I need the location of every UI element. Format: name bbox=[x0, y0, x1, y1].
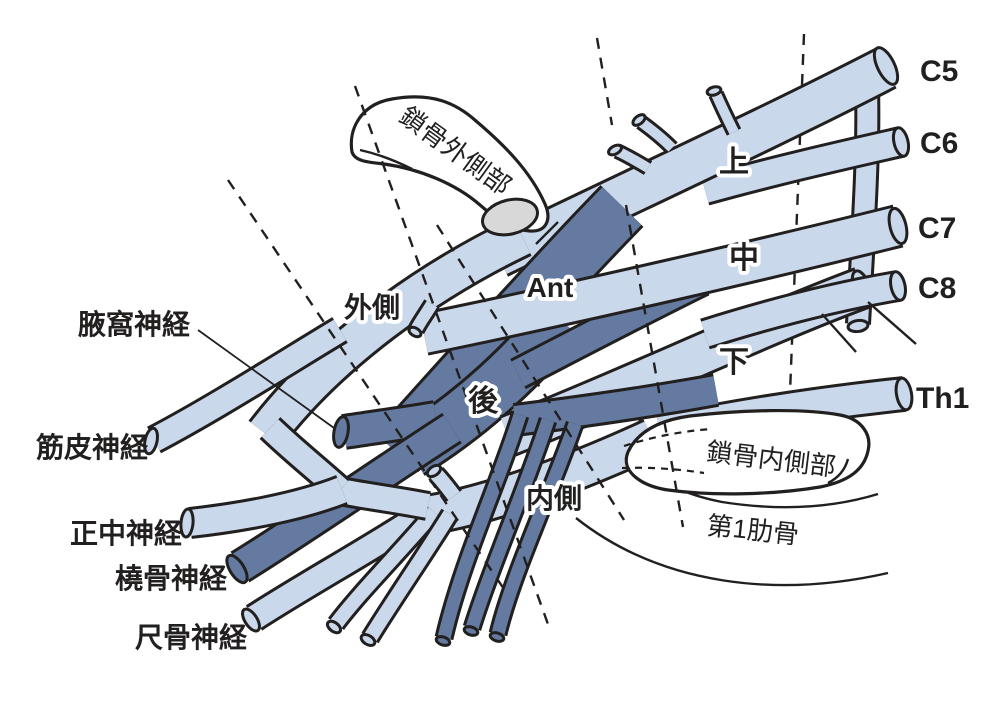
upper-trunk-branch-stubs bbox=[607, 85, 742, 175]
medial-root-of-median-tube bbox=[337, 476, 431, 521]
clavicle-lateral-outline bbox=[349, 95, 550, 233]
upper-trunk-tube bbox=[487, 46, 900, 277]
dashed-line-1 bbox=[227, 179, 507, 593]
cord-labels: 外側 後 内側 bbox=[340, 288, 586, 518]
stub-a-cap bbox=[705, 85, 723, 97]
middle-trunk-fill bbox=[420, 207, 903, 353]
clavicle-medial-inner-arc bbox=[827, 458, 850, 485]
cutaneous-1-cap bbox=[325, 619, 343, 635]
label-division-anterior: Ant bbox=[527, 272, 574, 303]
label-cord-lateral: 外側 bbox=[344, 292, 400, 323]
dashed-line-3b bbox=[624, 204, 685, 528]
axillary-fill bbox=[341, 403, 439, 447]
stub-a-fill bbox=[711, 91, 739, 135]
label-nerve-ulnar: 尺骨神経 bbox=[135, 621, 248, 653]
trunk-labels: 上 中 下 bbox=[715, 142, 763, 383]
label-trunk-lower: 下 bbox=[719, 346, 749, 379]
junction-line-1 bbox=[867, 301, 917, 345]
branch-3-fill bbox=[491, 421, 582, 636]
dashed-line-2 bbox=[353, 85, 551, 628]
cutaneous-1-fill bbox=[330, 507, 440, 629]
dashed-boundary-lines bbox=[227, 37, 685, 628]
posterior-division-lower-fill bbox=[513, 376, 719, 434]
root-c6-cap bbox=[891, 126, 911, 158]
label-trunk-upper: 上 bbox=[719, 146, 749, 179]
clavicle-medial-outline bbox=[624, 408, 871, 496]
label-root-c7: C7 bbox=[918, 212, 956, 245]
cutaneous-2-fill bbox=[364, 510, 456, 642]
stub-b-fill bbox=[638, 117, 676, 152]
label-cord-posterior: 後 bbox=[468, 385, 499, 418]
axillary-nerve-tube bbox=[332, 400, 439, 450]
root-labels: C5 C6 C7 C8 Th1 bbox=[916, 55, 969, 415]
label-root-th1: Th1 bbox=[916, 382, 969, 415]
stub-c-cap bbox=[607, 143, 623, 157]
label-nerve-radial: 橈骨神経 bbox=[115, 562, 228, 594]
root-c8-cap bbox=[889, 270, 907, 302]
ulnar-nerve-tube bbox=[241, 501, 433, 633]
root-c6-tube bbox=[700, 126, 911, 206]
musculocutaneous-cap bbox=[143, 426, 159, 456]
label-cord-medial: 内側 bbox=[526, 483, 582, 514]
root-th1-cap bbox=[894, 376, 914, 412]
middle-trunk-tube bbox=[419, 204, 909, 356]
branch-2-fill bbox=[465, 417, 555, 630]
posterior-division-lower-tube bbox=[512, 373, 720, 437]
hidden-edge-dash-2 bbox=[621, 466, 705, 475]
musculocutaneous-nerve-tube bbox=[143, 317, 348, 456]
branch-2-cap bbox=[462, 625, 480, 637]
clavicle-lateral-fold-line bbox=[359, 148, 413, 171]
root-c5-cap bbox=[872, 46, 900, 86]
root-c8-tube bbox=[700, 270, 907, 350]
lateral-cord-fill bbox=[250, 218, 531, 446]
axillary-cap bbox=[332, 415, 350, 449]
medial-cutaneous-tubes bbox=[325, 505, 459, 647]
median-nerve-tube bbox=[179, 475, 348, 539]
nerve-labels: 腋窩神経 筋皮神経 正中神経 橈骨神経 尺骨神経 bbox=[36, 308, 248, 653]
first-rib-lower-curve bbox=[575, 517, 889, 587]
label-nerve-musculocutaneous: 筋皮神経 bbox=[36, 431, 149, 463]
root-connector-cap bbox=[846, 318, 870, 334]
label-first-rib: 第1肋骨 bbox=[705, 510, 800, 550]
medial-stub-cap bbox=[425, 463, 443, 479]
lateral-cord-tube bbox=[248, 216, 532, 448]
branch-1-fill bbox=[437, 413, 527, 640]
label-nerve-axillary: 腋窩神経 bbox=[78, 308, 191, 340]
label-nerve-median: 正中神経 bbox=[70, 517, 183, 549]
musculocutaneous-fill bbox=[148, 319, 347, 451]
clavicle-cut-surface bbox=[481, 197, 539, 237]
root-c7-cap bbox=[887, 206, 909, 246]
clavicle-medial-shape bbox=[621, 408, 871, 496]
label-trunk-middle: 中 bbox=[729, 242, 759, 275]
cutaneous-2-cap bbox=[359, 633, 377, 647]
stub-b-cap bbox=[631, 113, 647, 127]
dashed-line-3a bbox=[595, 37, 614, 126]
branch-3-cap bbox=[488, 631, 506, 643]
clavicle-lateral-shape bbox=[349, 95, 550, 237]
junction-detail-lines bbox=[535, 221, 917, 353]
label-root-c5: C5 bbox=[920, 55, 958, 88]
lateral-stub-cap bbox=[407, 325, 423, 339]
junction-line-3 bbox=[535, 221, 559, 245]
root-c8-fill bbox=[701, 273, 901, 347]
median-cap bbox=[179, 507, 195, 539]
ulnar-fill bbox=[247, 503, 431, 629]
axillary-leader-line bbox=[197, 329, 335, 429]
branch-1-cap bbox=[434, 635, 452, 647]
median-fill bbox=[188, 477, 347, 536]
ulnar-cap bbox=[241, 607, 261, 633]
hidden-edge-dash-1 bbox=[623, 427, 713, 448]
root-c6-fill bbox=[701, 129, 904, 203]
junction-line-2 bbox=[821, 313, 857, 353]
medial-root-fill bbox=[337, 479, 431, 518]
label-root-c8: C8 bbox=[918, 272, 956, 305]
label-root-c6: C6 bbox=[920, 127, 958, 160]
subscapular-branch-tubes bbox=[434, 412, 584, 647]
radial-cap bbox=[225, 553, 249, 585]
upper-trunk-fill bbox=[489, 50, 896, 274]
